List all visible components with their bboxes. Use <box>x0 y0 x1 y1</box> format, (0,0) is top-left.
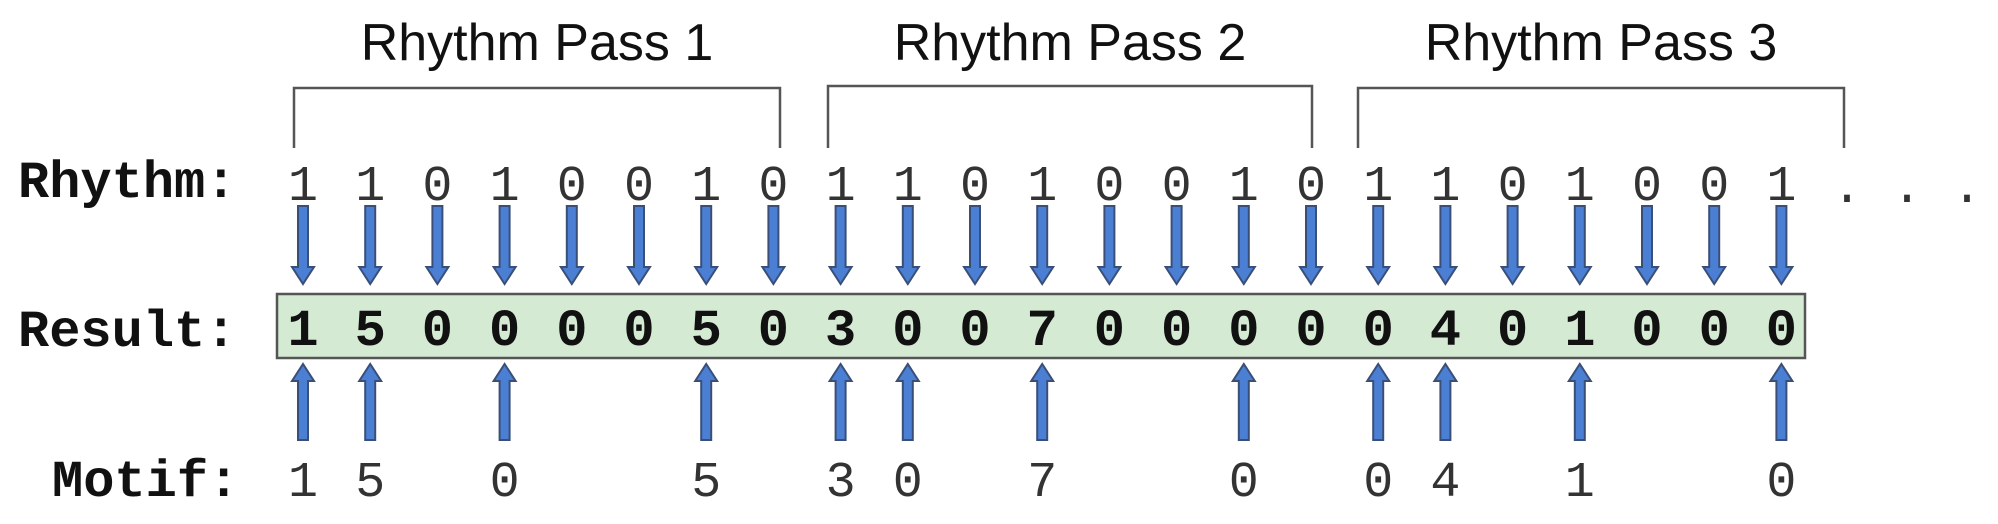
result-digit: 0 <box>758 302 789 361</box>
motif-label: Motif: <box>52 453 239 512</box>
result-digit: 0 <box>1766 302 1797 361</box>
up-arrow <box>1768 362 1795 441</box>
up-arrow <box>1230 362 1257 441</box>
down-arrow <box>1701 205 1728 286</box>
result-digit: 0 <box>959 302 990 361</box>
down-arrow <box>1298 205 1324 286</box>
down-arrow <box>827 205 854 286</box>
pass-bracket-2 <box>826 84 1314 148</box>
result-digit: 0 <box>1295 302 1326 361</box>
pass-title-1: Rhythm Pass 1 <box>361 14 714 72</box>
down-arrow <box>962 205 988 286</box>
motif-to-result-arrows <box>290 362 1795 441</box>
down-arrow <box>894 205 921 286</box>
up-arrow <box>827 362 854 441</box>
down-arrow <box>1768 205 1795 286</box>
pass-title-3: Rhythm Pass 3 <box>1425 14 1778 72</box>
result-digit: 1 <box>1564 302 1595 361</box>
up-arrow <box>1432 362 1459 441</box>
down-arrow <box>1499 205 1526 286</box>
motif-digit: 5 <box>691 455 721 512</box>
result-digit: 0 <box>1094 302 1125 361</box>
result-digit: 4 <box>1430 302 1461 361</box>
motif-digit: 7 <box>1027 455 1057 512</box>
up-arrow <box>1566 362 1593 441</box>
motif-digit: 1 <box>1565 455 1595 512</box>
down-arrow <box>1029 205 1056 286</box>
pass-titles: Rhythm Pass 1 Rhythm Pass 2 Rhythm Pass 3 <box>361 14 1778 72</box>
pass-title-2: Rhythm Pass 2 <box>894 14 1247 72</box>
down-arrow <box>424 205 451 286</box>
result-digit: 7 <box>1027 302 1058 361</box>
result-digit: 0 <box>1228 302 1259 361</box>
down-arrow <box>1432 205 1459 286</box>
result-digit: 3 <box>825 302 856 361</box>
down-arrow <box>693 205 720 286</box>
motif-digit: 0 <box>1229 455 1259 512</box>
down-arrow <box>1566 205 1593 286</box>
rhythm-label: Rhythm: <box>18 154 236 213</box>
result-box <box>275 292 1807 360</box>
down-arrow <box>760 205 787 286</box>
pass-brackets <box>292 84 1846 148</box>
up-arrow <box>1029 362 1056 441</box>
motif-digit: 1 <box>288 455 318 512</box>
motif-digit: 0 <box>893 455 923 512</box>
down-arrow <box>1096 205 1123 286</box>
result-digit: 0 <box>422 302 453 361</box>
down-arrow <box>290 205 316 286</box>
result-digit: 0 <box>1363 302 1394 361</box>
down-arrow <box>1365 205 1392 286</box>
result-digit: 5 <box>355 302 386 361</box>
down-arrow <box>558 205 585 286</box>
down-arrow <box>1163 205 1190 286</box>
result-digit: 0 <box>1631 302 1662 361</box>
down-arrow <box>357 205 384 286</box>
motif-digit: 5 <box>355 455 385 512</box>
down-arrow <box>1634 205 1660 286</box>
down-arrow <box>626 205 652 286</box>
result-digit: 0 <box>1497 302 1528 361</box>
down-arrow <box>491 205 518 286</box>
up-arrow <box>290 362 316 441</box>
result-digit: 1 <box>287 302 318 361</box>
rhythm-ellipsis: . . . <box>1832 161 1982 218</box>
result-digit: 0 <box>1161 302 1192 361</box>
up-arrow <box>894 362 921 441</box>
result-digit: 5 <box>691 302 722 361</box>
down-arrow <box>1230 205 1257 286</box>
pass-bracket-1 <box>292 86 782 148</box>
result-digit: 0 <box>556 302 587 361</box>
up-arrow <box>1365 362 1392 441</box>
up-arrow <box>693 362 720 441</box>
motif-digit: 0 <box>490 455 520 512</box>
result-digit: 0 <box>489 302 520 361</box>
result-digit: 0 <box>1699 302 1730 361</box>
rhythm-to-result-arrows <box>290 205 1795 286</box>
pass-bracket-3 <box>1356 86 1846 148</box>
motif-digit: 0 <box>1766 455 1796 512</box>
result-label: Result: <box>18 303 236 362</box>
up-arrow <box>357 362 384 441</box>
motif-digit: 3 <box>826 455 856 512</box>
motif-digit: 4 <box>1430 455 1460 512</box>
result-digit: 0 <box>623 302 654 361</box>
motif-digit: 0 <box>1363 455 1393 512</box>
up-arrow <box>491 362 518 441</box>
result-digit: 0 <box>892 302 923 361</box>
